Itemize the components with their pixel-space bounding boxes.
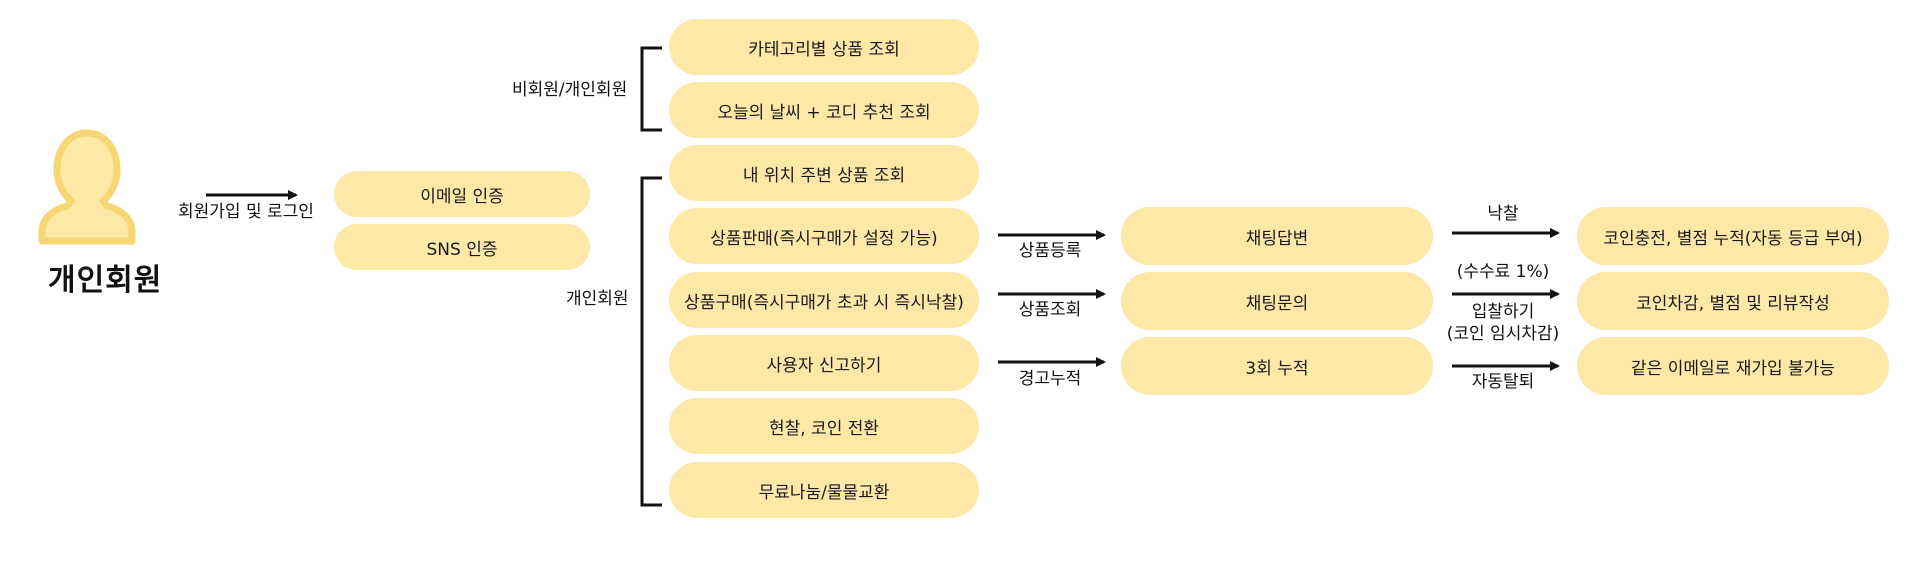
user-label: 개인회원 (48, 263, 163, 298)
arrow-label-warning: 경고누적 (1018, 369, 1082, 389)
member-bracket (640, 176, 662, 507)
auth-email[interactable]: 이메일 인증 (334, 171, 590, 217)
feature-report-user[interactable]: 사용자 신고하기 (669, 335, 979, 391)
feature-sell[interactable]: 상품판매(즉시구매가 설정 가능) (669, 208, 979, 264)
step-chat-inquiry[interactable]: 채팅문의 (1121, 272, 1433, 330)
feature-category-browse[interactable]: 카테고리별 상품 조회 (669, 19, 979, 75)
feature-weather-outfit[interactable]: 오늘의 날씨 + 코디 추천 조회 (669, 82, 979, 138)
signup-label: 회원가입 및 로그인 (178, 202, 314, 222)
auth-sns[interactable]: SNS 인증 (334, 224, 590, 270)
feature-buy[interactable]: 상품구매(즉시구매가 초과 시 즉시낙찰) (669, 272, 979, 328)
member-group-label: 개인회원 (566, 289, 629, 309)
outcome-label-award-fee: (수수료 1%) (1456, 262, 1550, 282)
guest-bracket (640, 46, 662, 132)
feature-free-share[interactable]: 무료나눔/물물교환 (669, 462, 979, 518)
outcome-label-bid-note: (코인 임시차감) (1446, 324, 1560, 344)
guest-group-label: 비회원/개인회원 (512, 80, 628, 100)
arrow-label-register: 상품등록 (1018, 241, 1082, 261)
step-chat-reply[interactable]: 채팅답변 (1121, 207, 1433, 265)
result-coin-deduct[interactable]: 코인차감, 별점 및 리뷰작성 (1577, 272, 1889, 330)
result-coin-charge[interactable]: 코인충전, 별점 누적(자동 등급 부여) (1577, 207, 1889, 265)
feature-coin-exchange[interactable]: 현찰, 코인 전환 (669, 398, 979, 454)
result-no-rejoin[interactable]: 같은 이메일로 재가입 불가능 (1577, 337, 1889, 395)
step-three-warnings[interactable]: 3회 누적 (1121, 337, 1433, 395)
outcome-label-bid: 입찰하기 (1471, 302, 1535, 322)
arrow-label-lookup: 상품조회 (1018, 300, 1082, 320)
person-icon (38, 129, 136, 245)
outcome-label-withdraw: 자동탈퇴 (1471, 372, 1535, 392)
feature-nearby-products[interactable]: 내 위치 주변 상품 조회 (669, 145, 979, 201)
outcome-label-award: 낙찰 (1487, 204, 1519, 224)
